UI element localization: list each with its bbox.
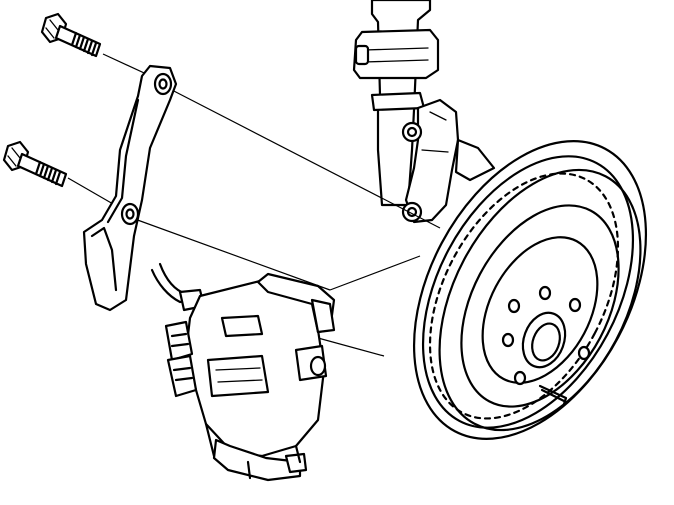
caliper-bracket — [82, 64, 178, 312]
upper-bolt — [40, 12, 102, 58]
brake-disc — [412, 140, 648, 440]
suspension-strut — [352, 0, 496, 224]
brake-caliper — [164, 272, 336, 482]
lower-bolt — [2, 140, 68, 188]
